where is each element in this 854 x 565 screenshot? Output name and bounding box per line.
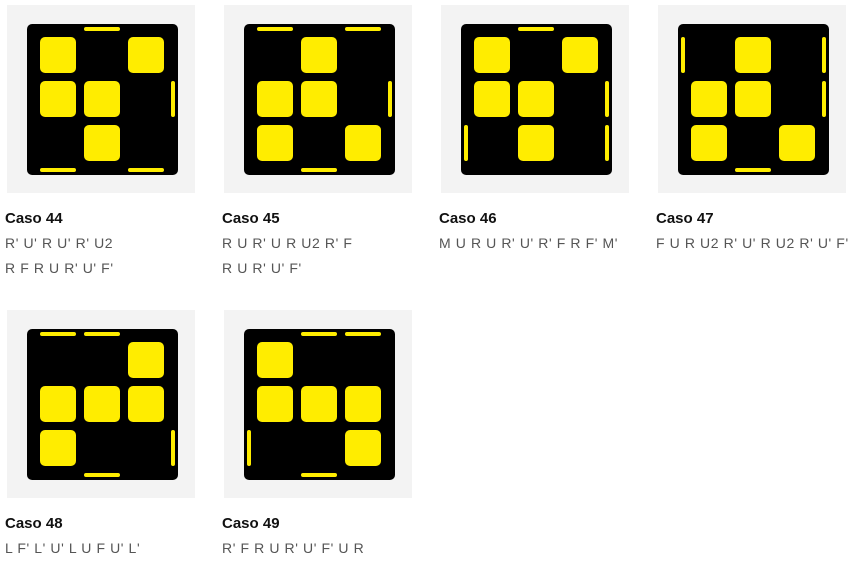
case-algorithm-line: R' F R U R' U' F' U R bbox=[222, 540, 365, 556]
yellow-sticker bbox=[128, 386, 164, 422]
yellow-sticker bbox=[345, 125, 381, 161]
case-diagram bbox=[7, 310, 195, 498]
side-sticker-bottom bbox=[301, 473, 337, 477]
yellow-sticker bbox=[257, 342, 293, 378]
side-sticker-top bbox=[345, 27, 381, 31]
yellow-sticker bbox=[257, 125, 293, 161]
side-sticker-right bbox=[171, 430, 175, 466]
yellow-sticker bbox=[40, 430, 76, 466]
side-sticker-right bbox=[171, 81, 175, 117]
side-sticker-bottom bbox=[84, 473, 120, 477]
yellow-sticker bbox=[474, 37, 510, 73]
side-sticker-right bbox=[388, 81, 392, 117]
case-title: Caso 45 bbox=[222, 210, 280, 227]
side-sticker-right bbox=[605, 125, 609, 161]
yellow-sticker bbox=[257, 386, 293, 422]
yellow-sticker bbox=[735, 81, 771, 117]
yellow-sticker bbox=[518, 81, 554, 117]
yellow-sticker bbox=[779, 125, 815, 161]
case-diagram bbox=[224, 5, 412, 193]
yellow-sticker bbox=[691, 81, 727, 117]
case-algorithm-line: R U R' U R U2 R' F bbox=[222, 235, 353, 251]
yellow-sticker bbox=[345, 430, 381, 466]
case-diagram bbox=[7, 5, 195, 193]
case-title: Caso 48 bbox=[5, 515, 63, 532]
yellow-sticker bbox=[128, 342, 164, 378]
case-algorithm-line: R U R' U' F' bbox=[222, 260, 302, 276]
yellow-sticker bbox=[84, 386, 120, 422]
cube-face bbox=[678, 24, 829, 175]
side-sticker-top bbox=[345, 332, 381, 336]
side-sticker-top bbox=[301, 332, 337, 336]
case-algorithm-line: R' U' R U' R' U2 bbox=[5, 235, 114, 251]
case-diagram bbox=[224, 310, 412, 498]
yellow-sticker bbox=[301, 81, 337, 117]
side-sticker-top bbox=[518, 27, 554, 31]
side-sticker-bottom bbox=[301, 168, 337, 172]
side-sticker-left bbox=[681, 37, 685, 73]
yellow-sticker bbox=[691, 125, 727, 161]
yellow-sticker bbox=[562, 37, 598, 73]
case-algorithm-line: R F R U R' U' F' bbox=[5, 260, 114, 276]
yellow-sticker bbox=[474, 81, 510, 117]
side-sticker-top bbox=[40, 332, 76, 336]
cube-face bbox=[27, 24, 178, 175]
side-sticker-right bbox=[822, 81, 826, 117]
yellow-sticker bbox=[84, 125, 120, 161]
cube-face bbox=[244, 329, 395, 480]
case-title: Caso 44 bbox=[5, 210, 63, 227]
case-algorithm-line: L F' L' U' L U F U' L' bbox=[5, 540, 141, 556]
side-sticker-bottom bbox=[128, 168, 164, 172]
side-sticker-right bbox=[822, 37, 826, 73]
yellow-sticker bbox=[40, 386, 76, 422]
cube-face bbox=[244, 24, 395, 175]
yellow-sticker bbox=[128, 37, 164, 73]
yellow-sticker bbox=[40, 37, 76, 73]
cube-face bbox=[27, 329, 178, 480]
yellow-sticker bbox=[84, 81, 120, 117]
case-title: Caso 49 bbox=[222, 515, 280, 532]
case-algorithm-line: F U R U2 R' U' R U2 R' U' F' bbox=[656, 235, 849, 251]
case-algorithm-line: M U R U R' U' R' F R F' M' bbox=[439, 235, 619, 251]
yellow-sticker bbox=[301, 386, 337, 422]
side-sticker-top bbox=[84, 27, 120, 31]
yellow-sticker bbox=[257, 81, 293, 117]
case-diagram bbox=[441, 5, 629, 193]
side-sticker-right bbox=[605, 81, 609, 117]
case-diagram bbox=[658, 5, 846, 193]
case-title: Caso 47 bbox=[656, 210, 714, 227]
side-sticker-top bbox=[84, 332, 120, 336]
side-sticker-bottom bbox=[735, 168, 771, 172]
side-sticker-bottom bbox=[40, 168, 76, 172]
cube-face bbox=[461, 24, 612, 175]
yellow-sticker bbox=[345, 386, 381, 422]
side-sticker-left bbox=[247, 430, 251, 466]
yellow-sticker bbox=[735, 37, 771, 73]
side-sticker-left bbox=[464, 125, 468, 161]
yellow-sticker bbox=[301, 37, 337, 73]
yellow-sticker bbox=[40, 81, 76, 117]
yellow-sticker bbox=[518, 125, 554, 161]
side-sticker-top bbox=[257, 27, 293, 31]
case-title: Caso 46 bbox=[439, 210, 497, 227]
